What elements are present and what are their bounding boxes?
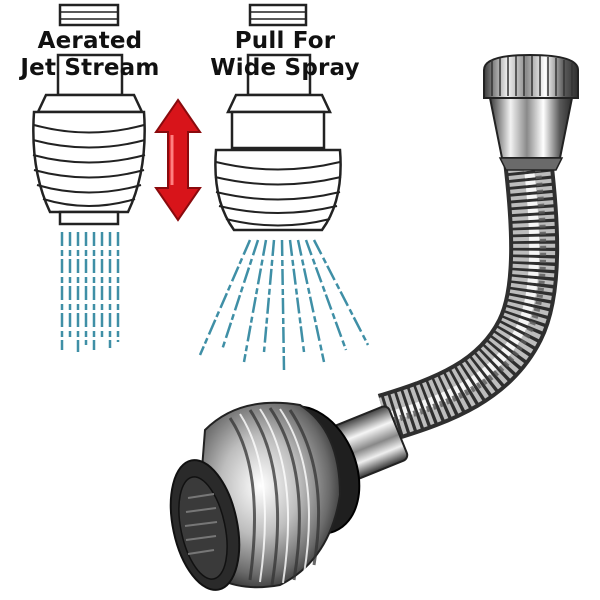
jet-stream-water	[60, 232, 120, 352]
top-threaded-connector	[483, 53, 579, 171]
wide-spray-water	[198, 239, 370, 371]
pull-for-wide-spray-caption: Pull For Wide Spray	[200, 28, 370, 82]
flexible-hose	[377, 157, 560, 442]
aerated-jet-stream-caption: Aerated Jet Stream	[10, 28, 170, 82]
swivel-sprayer-head	[169, 401, 361, 591]
aerator-wide-spray-diagram	[214, 3, 342, 232]
caption-line: Jet Stream	[20, 55, 160, 81]
caption-line: Wide Spray	[210, 55, 360, 81]
aerator-jet-stream-diagram	[32, 3, 146, 226]
caption-line: Aerated	[37, 28, 143, 54]
caption-line: Pull For	[234, 28, 336, 54]
double-headed-arrow-icon	[154, 98, 202, 222]
